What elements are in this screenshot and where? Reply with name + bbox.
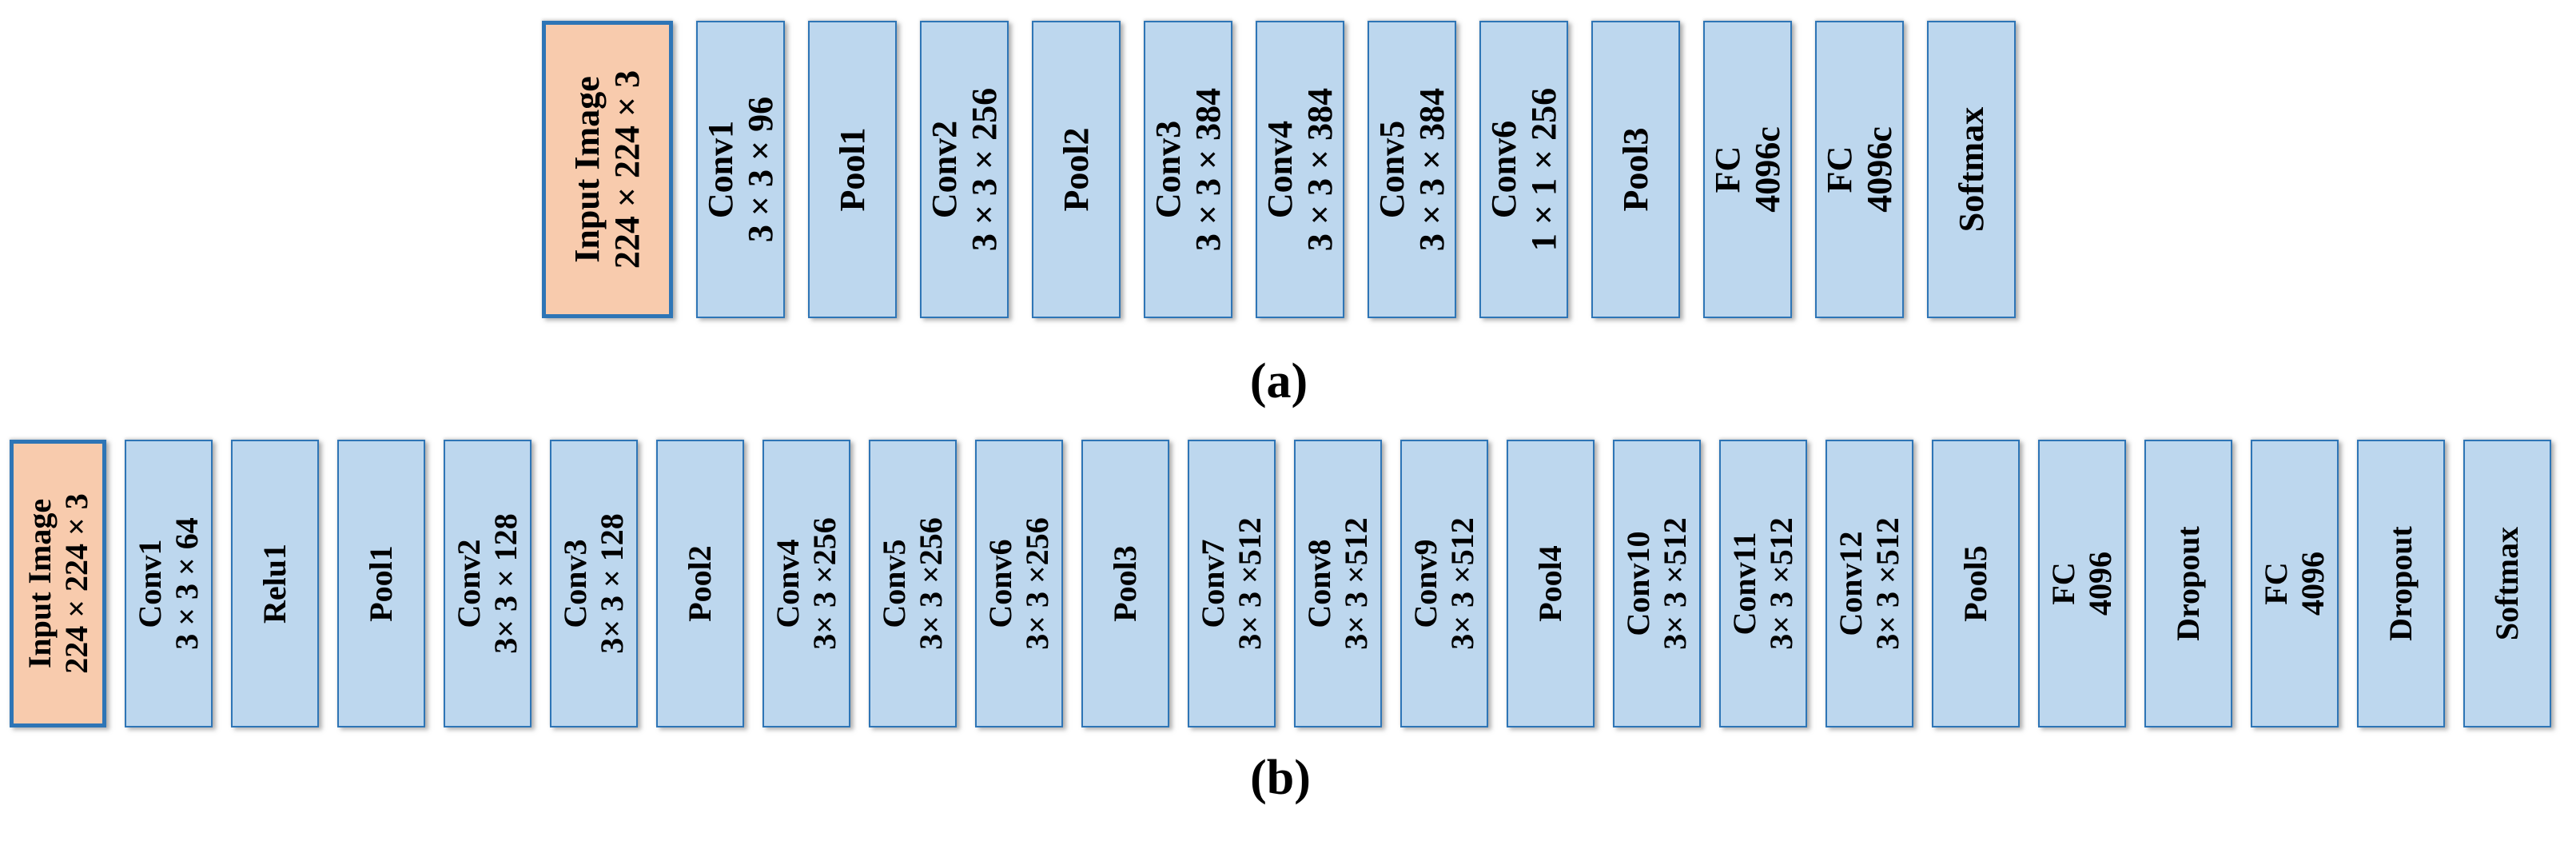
layer-box-b-dropout: Dropout	[2144, 440, 2232, 727]
layer-box-b-softmax: Softmax	[2463, 440, 2551, 727]
panel-a-label: (a)	[1249, 354, 1308, 409]
layer-box-label: Dropout	[2383, 526, 2419, 641]
layer-box-label: Relu1	[257, 544, 293, 624]
layer-box-b-pool4: Pool4	[1507, 440, 1595, 727]
layer-box-label: Pool2	[682, 545, 718, 622]
layer-box-b-pool1: Pool1	[337, 440, 425, 727]
layer-box-a-pool2: Pool2	[1032, 21, 1121, 318]
layer-box-b-relu1: Relu1	[231, 440, 319, 727]
layer-box-b-pool2: Pool2	[656, 440, 744, 727]
layer-box-b-dropout: Dropout	[2357, 440, 2445, 727]
layer-box-label: Pool1	[363, 545, 399, 622]
layer-box-b-pool5: Pool5	[1932, 440, 2020, 727]
layer-box-label: Pool1	[832, 127, 872, 212]
layer-box-label: Dropout	[2170, 526, 2206, 641]
layer-box-a-softmax: Softmax	[1927, 21, 2016, 318]
layer-box-a-pool1: Pool1	[808, 21, 897, 318]
layer-box-label: Pool3	[1615, 127, 1655, 212]
layer-box-label: Softmax	[1951, 106, 1991, 233]
layer-box-label: Softmax	[2489, 526, 2525, 641]
panel-b-label: (b)	[1250, 751, 1311, 805]
layer-box-a-pool3: Pool3	[1591, 21, 1680, 318]
layer-box-label: Pool3	[1107, 545, 1143, 622]
layer-box-label: Pool2	[1056, 127, 1096, 212]
layer-box-b-pool3: Pool3	[1081, 440, 1169, 727]
layer-box-label: Pool5	[1957, 545, 1993, 622]
layer-box-label: Pool4	[1532, 545, 1568, 622]
